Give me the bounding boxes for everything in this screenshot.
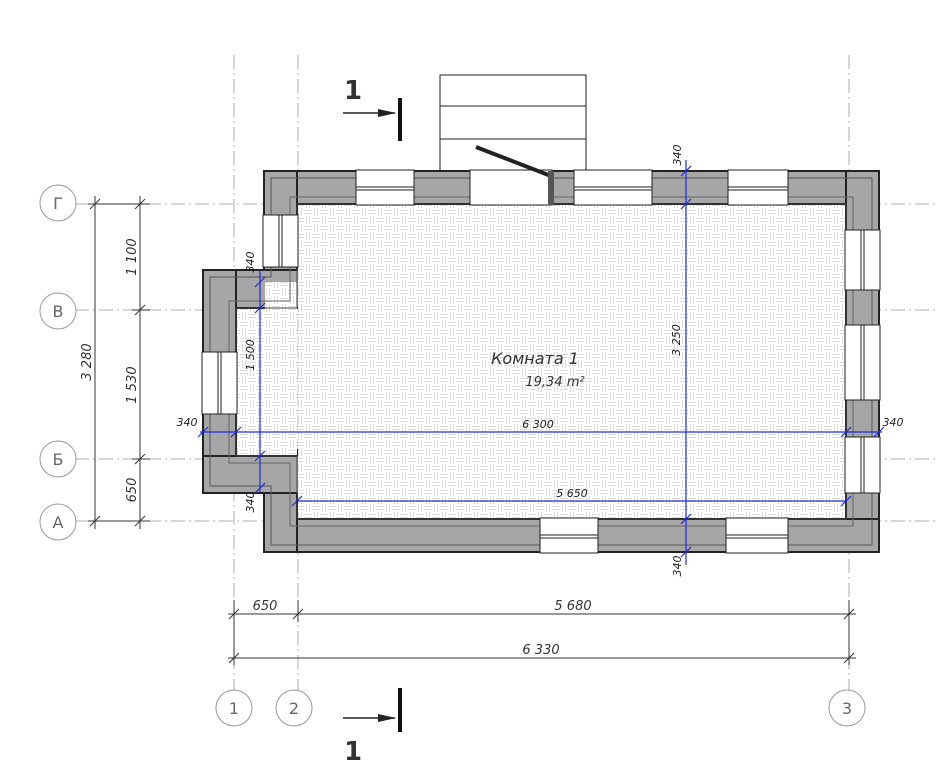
dim-blue-bay-bottom: 340 — [244, 492, 257, 513]
dim-blue-width-main: 5 650 — [556, 487, 588, 500]
grid-label-col-3: 3 — [842, 699, 852, 718]
grid-label-row-v: В — [53, 302, 64, 321]
dim-bottom-overall: 6 330 — [522, 643, 559, 658]
room-area: 19,34 m² — [525, 375, 584, 390]
grid-label-row-g: Г — [53, 194, 63, 213]
grid-label-row-a: А — [53, 513, 64, 532]
grid-bubbles-rows — [39, 184, 77, 541]
grid-label-col-2: 2 — [289, 699, 299, 718]
dim-blue-width-full: 6 300 — [522, 418, 554, 431]
windows — [201, 169, 881, 554]
dim-bottom-seg-1: 650 — [253, 599, 278, 614]
section-mark-bottom: 1 — [343, 688, 402, 767]
grid-bubbles-cols — [215, 689, 866, 727]
dim-blue-wall-bottom: 340 — [671, 556, 684, 577]
dim-bottom-seg-2: 5 680 — [554, 599, 591, 614]
section-label-bottom: 1 — [344, 737, 362, 767]
dim-left-seg-1: 1 100 — [125, 238, 140, 275]
door — [475, 145, 554, 205]
porch-steps — [439, 74, 587, 173]
left-dimension-lines — [88, 196, 150, 529]
section-mark-top: 1 — [343, 76, 402, 141]
dim-blue-wall-right: 340 — [883, 416, 904, 429]
dim-left-overall: 3 280 — [80, 343, 95, 380]
dim-blue-inner-height: 3 250 — [670, 324, 683, 356]
room-name: Комната 1 — [491, 349, 579, 368]
section-label-top: 1 — [344, 76, 362, 106]
bottom-dimension-lines — [228, 600, 856, 665]
blue-dimension-lines — [197, 160, 885, 565]
dim-left-seg-2: 1 530 — [125, 366, 140, 403]
dim-left-seg-3: 650 — [125, 478, 140, 503]
dim-blue-bay-height: 1 500 — [244, 339, 257, 371]
grid-label-col-1: 1 — [229, 699, 239, 718]
grid-label-row-b: Б — [53, 450, 64, 469]
dim-blue-wall-left: 340 — [177, 416, 198, 429]
dim-blue-wall-top: 340 — [671, 145, 684, 166]
dim-blue-bay-top: 340 — [244, 252, 257, 273]
